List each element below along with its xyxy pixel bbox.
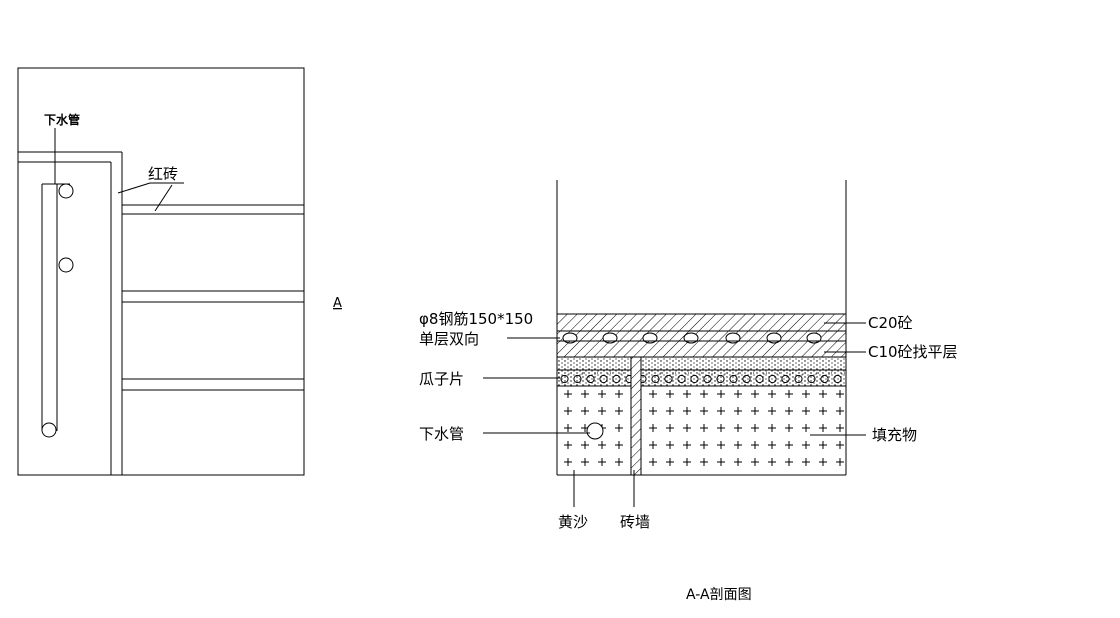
fill-layer — [557, 386, 846, 476]
gravel-label: 瓜子片 — [419, 370, 464, 388]
pipe-outlet-circle — [58, 183, 74, 199]
section-downpipe-label: 下水管 — [419, 425, 464, 443]
section-downpipe-circle — [586, 422, 604, 440]
section-view: φ8钢筋150*150 单层双向 瓜子片 下水管 C20砼 C10砼找平层 填充… — [419, 180, 958, 603]
c20-concrete-layer — [557, 313, 846, 344]
rebar-label-line2: 单层双向 — [419, 330, 479, 348]
plan-downpipe-label: 下水管 — [44, 112, 80, 127]
leader-lines — [483, 322, 866, 507]
c10-leveling-layer — [557, 340, 846, 358]
pipe-outlet-circle — [58, 257, 74, 273]
plan-view: 下水管 红砖 A — [17, 67, 342, 476]
brick-wall-label: 砖墙 — [620, 513, 650, 531]
plan-outer-frame — [17, 67, 305, 476]
fill-label: 填充物 — [872, 426, 917, 444]
plan-brick-courses — [122, 204, 304, 391]
gravel-layer — [557, 357, 846, 387]
pipe-outlet-circle — [41, 422, 57, 438]
plan-brick-label: 红砖 — [148, 165, 178, 183]
sand-label: 黄沙 — [558, 513, 588, 531]
section-title: A-A剖面图 — [686, 587, 752, 603]
plan-wall — [18, 151, 123, 475]
c20-label: C20砼 — [868, 314, 913, 332]
rebar-label-line1: φ8钢筋150*150 — [419, 310, 533, 328]
plan-downpipe — [41, 183, 74, 438]
plan-section-marker: A — [333, 296, 342, 311]
section-brick-wall — [630, 356, 642, 476]
c10-label: C10砼找平层 — [868, 343, 958, 361]
